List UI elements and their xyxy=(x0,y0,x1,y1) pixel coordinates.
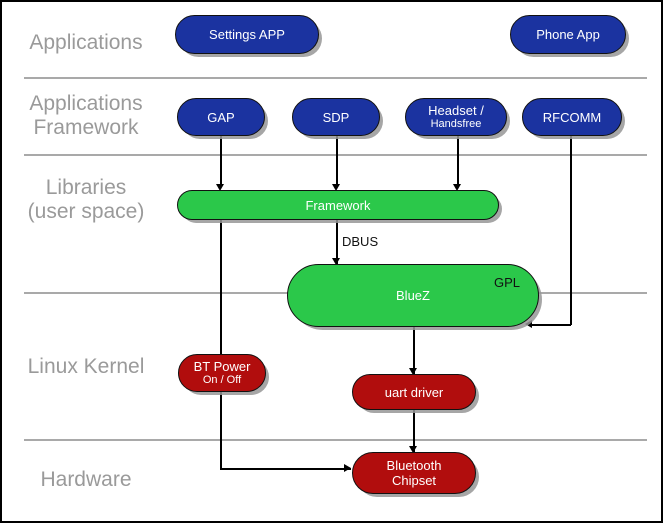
edge-label-dbus: DBUS xyxy=(342,234,379,249)
node-gap[interactable]: GAP xyxy=(177,98,265,136)
node-framework-label: Framework xyxy=(305,197,371,213)
node-gap-label: GAP xyxy=(207,109,235,125)
node-handsfree-label: Handsfree xyxy=(430,118,482,130)
node-uart-driver-label: uart driver xyxy=(384,384,444,400)
arrowhead-rfcomm-to-bluez xyxy=(525,320,532,328)
connector-headset-to-framework xyxy=(457,136,459,186)
arrowhead-uart-to-chipset xyxy=(409,446,417,453)
layer-separator-applications xyxy=(24,77,647,79)
layer-separator-framework xyxy=(24,154,647,156)
node-bt-power-state: On / Off xyxy=(202,374,242,386)
connector-sdp-to-framework xyxy=(336,136,338,186)
connector-framework-to-chipset-horizontal xyxy=(220,468,351,470)
layer-separator-kernel xyxy=(24,439,647,441)
connector-rfcomm-horizontal xyxy=(532,324,571,326)
node-bt-power[interactable]: BT Power On / Off xyxy=(178,354,266,392)
connector-framework-to-bt-power xyxy=(220,219,222,469)
arrowhead-gap-to-framework xyxy=(216,184,224,191)
node-settings-app[interactable]: Settings APP xyxy=(175,15,319,54)
arrowhead-bluez-to-uart xyxy=(409,368,417,375)
node-bluetooth-chipset[interactable]: Bluetooth Chipset xyxy=(352,452,476,494)
arrowhead-headset-to-framework xyxy=(453,184,461,191)
connector-rfcomm-vertical xyxy=(570,136,572,325)
layer-label-linux-kernel: Linux Kernel xyxy=(27,355,145,378)
arrowhead-framework-to-bluez xyxy=(332,258,340,265)
arrowhead-framework-to-chipset xyxy=(344,464,351,472)
node-sdp[interactable]: SDP xyxy=(292,98,380,136)
node-bt-power-label: BT Power xyxy=(193,359,251,374)
connector-gap-to-framework xyxy=(220,136,222,186)
connector-bluez-to-uart xyxy=(413,327,415,374)
node-bluez[interactable]: GPL BlueZ xyxy=(287,264,539,327)
node-rfcomm-label: RFCOMM xyxy=(542,109,602,125)
node-bluez-label: BlueZ xyxy=(396,288,430,303)
connector-framework-to-bluez xyxy=(336,219,338,265)
node-rfcomm[interactable]: RFCOMM xyxy=(522,98,622,136)
connector-uart-to-chipset xyxy=(413,410,415,452)
layer-label-hardware: Hardware xyxy=(40,468,132,491)
node-phone-app[interactable]: Phone App xyxy=(510,15,626,54)
node-headset-label: Headset / xyxy=(428,103,484,118)
layer-label-libraries: Libraries (user space) xyxy=(27,176,145,223)
node-uart-driver[interactable]: uart driver xyxy=(352,374,476,410)
arrowhead-sdp-to-framework xyxy=(332,184,340,191)
node-bluetooth-chipset-sublabel: Chipset xyxy=(391,473,437,488)
layer-label-applications: Applications xyxy=(29,31,143,54)
layer-label-applications-framework: Applications Framework xyxy=(29,92,143,139)
node-bluez-license-badge: GPL xyxy=(493,275,520,290)
node-headset-handsfree[interactable]: Headset / Handsfree xyxy=(405,98,507,136)
node-framework[interactable]: Framework xyxy=(177,190,499,220)
node-phone-app-label: Phone App xyxy=(536,27,600,42)
node-settings-app-label: Settings APP xyxy=(209,27,285,42)
node-sdp-label: SDP xyxy=(322,109,350,125)
node-bluetooth-chipset-label: Bluetooth xyxy=(386,458,442,473)
